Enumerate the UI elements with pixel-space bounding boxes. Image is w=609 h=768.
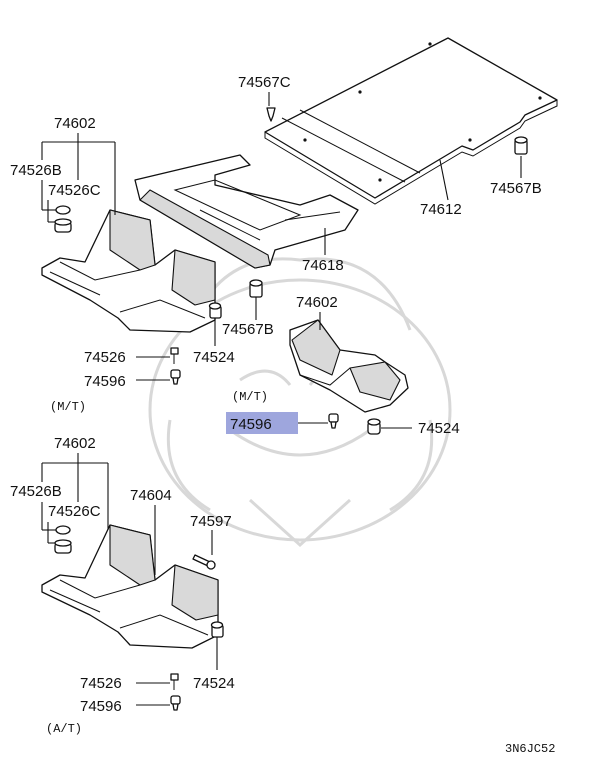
grommet-74524-bottom	[210, 621, 224, 638]
label-74524-top: 74524	[193, 349, 235, 366]
clip-74596-bottom	[170, 695, 181, 711]
label-74602-top: 74602	[54, 115, 96, 132]
label-at-left: (A/T)	[46, 722, 82, 736]
label-74567C: 74567C	[238, 74, 291, 91]
clip-74596-mid	[328, 413, 339, 429]
grommet-74526C-top	[54, 218, 72, 233]
undercover-upper-left	[41, 209, 216, 333]
grommet-74567B-mid	[249, 279, 263, 298]
label-74618: 74618	[302, 257, 344, 274]
grommet-74526C-bottom	[54, 539, 72, 554]
grommet-74524-mid	[367, 418, 381, 435]
label-74526C-top: 74526C	[48, 182, 101, 199]
floor-panel-74612	[264, 37, 558, 205]
bolt-74597	[192, 554, 216, 570]
label-74596-bottom: 74596	[80, 698, 122, 715]
label-74526-top: 74526	[84, 349, 126, 366]
leader-lines	[41, 92, 522, 706]
label-74526-bottom: 74526	[80, 675, 122, 692]
highlight-74596	[226, 412, 298, 434]
nut-74526B-bottom	[55, 525, 71, 535]
label-mt-center: (M/T)	[232, 390, 268, 404]
bolt-74526-bottom	[170, 673, 179, 690]
label-74567B-right: 74567B	[490, 180, 542, 197]
label-74597: 74597	[190, 513, 232, 530]
nut-74526B-top	[55, 205, 71, 215]
label-74604: 74604	[130, 487, 172, 504]
label-74596-highlight: 74596	[230, 416, 272, 433]
grommet-74567B-right	[514, 136, 528, 155]
clip-74596-top	[170, 369, 181, 385]
label-mt-left: (M/T)	[50, 400, 86, 414]
label-74612: 74612	[420, 201, 462, 218]
label-74602-bottom: 74602	[54, 435, 96, 452]
rear-tray-74618	[134, 154, 359, 269]
label-74524-mid: 74524	[418, 420, 460, 437]
undercover-lower-left	[41, 524, 219, 649]
clip-74567C	[266, 107, 276, 122]
label-74567B-mid: 74567B	[222, 321, 274, 338]
undercover-middle	[289, 319, 409, 413]
diagram-code: 3N6JC52	[505, 742, 555, 756]
label-74526B-top: 74526B	[10, 162, 62, 179]
label-74602-mid: 74602	[296, 294, 338, 311]
grommet-74524-top	[208, 302, 222, 319]
label-74524-bottom: 74524	[193, 675, 235, 692]
label-74526B-bottom: 74526B	[10, 483, 62, 500]
bolt-74526-top	[170, 347, 179, 364]
label-74526C-bottom: 74526C	[48, 503, 101, 520]
part-labels: 74567C 74602 74526B 74526C 74567B 74612 …	[10, 74, 555, 756]
label-74596-top: 74596	[84, 373, 126, 390]
